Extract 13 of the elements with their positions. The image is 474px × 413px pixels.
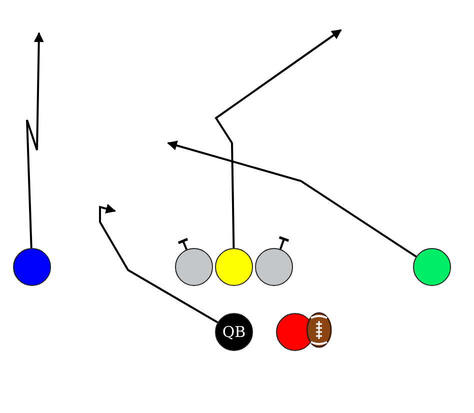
block-line	[177, 238, 189, 250]
player-label: QB	[222, 323, 246, 341]
block-line	[278, 236, 290, 250]
route-arrow	[26, 32, 44, 248]
route-arrow	[99, 204, 218, 324]
player-circle	[175, 248, 213, 286]
player-circle	[255, 248, 293, 286]
route-arrow	[167, 140, 417, 258]
player-circle	[215, 248, 253, 286]
route-arrow	[214, 29, 342, 248]
player-circle	[413, 248, 451, 286]
player-circle	[13, 248, 51, 286]
player-circle	[215, 313, 253, 351]
